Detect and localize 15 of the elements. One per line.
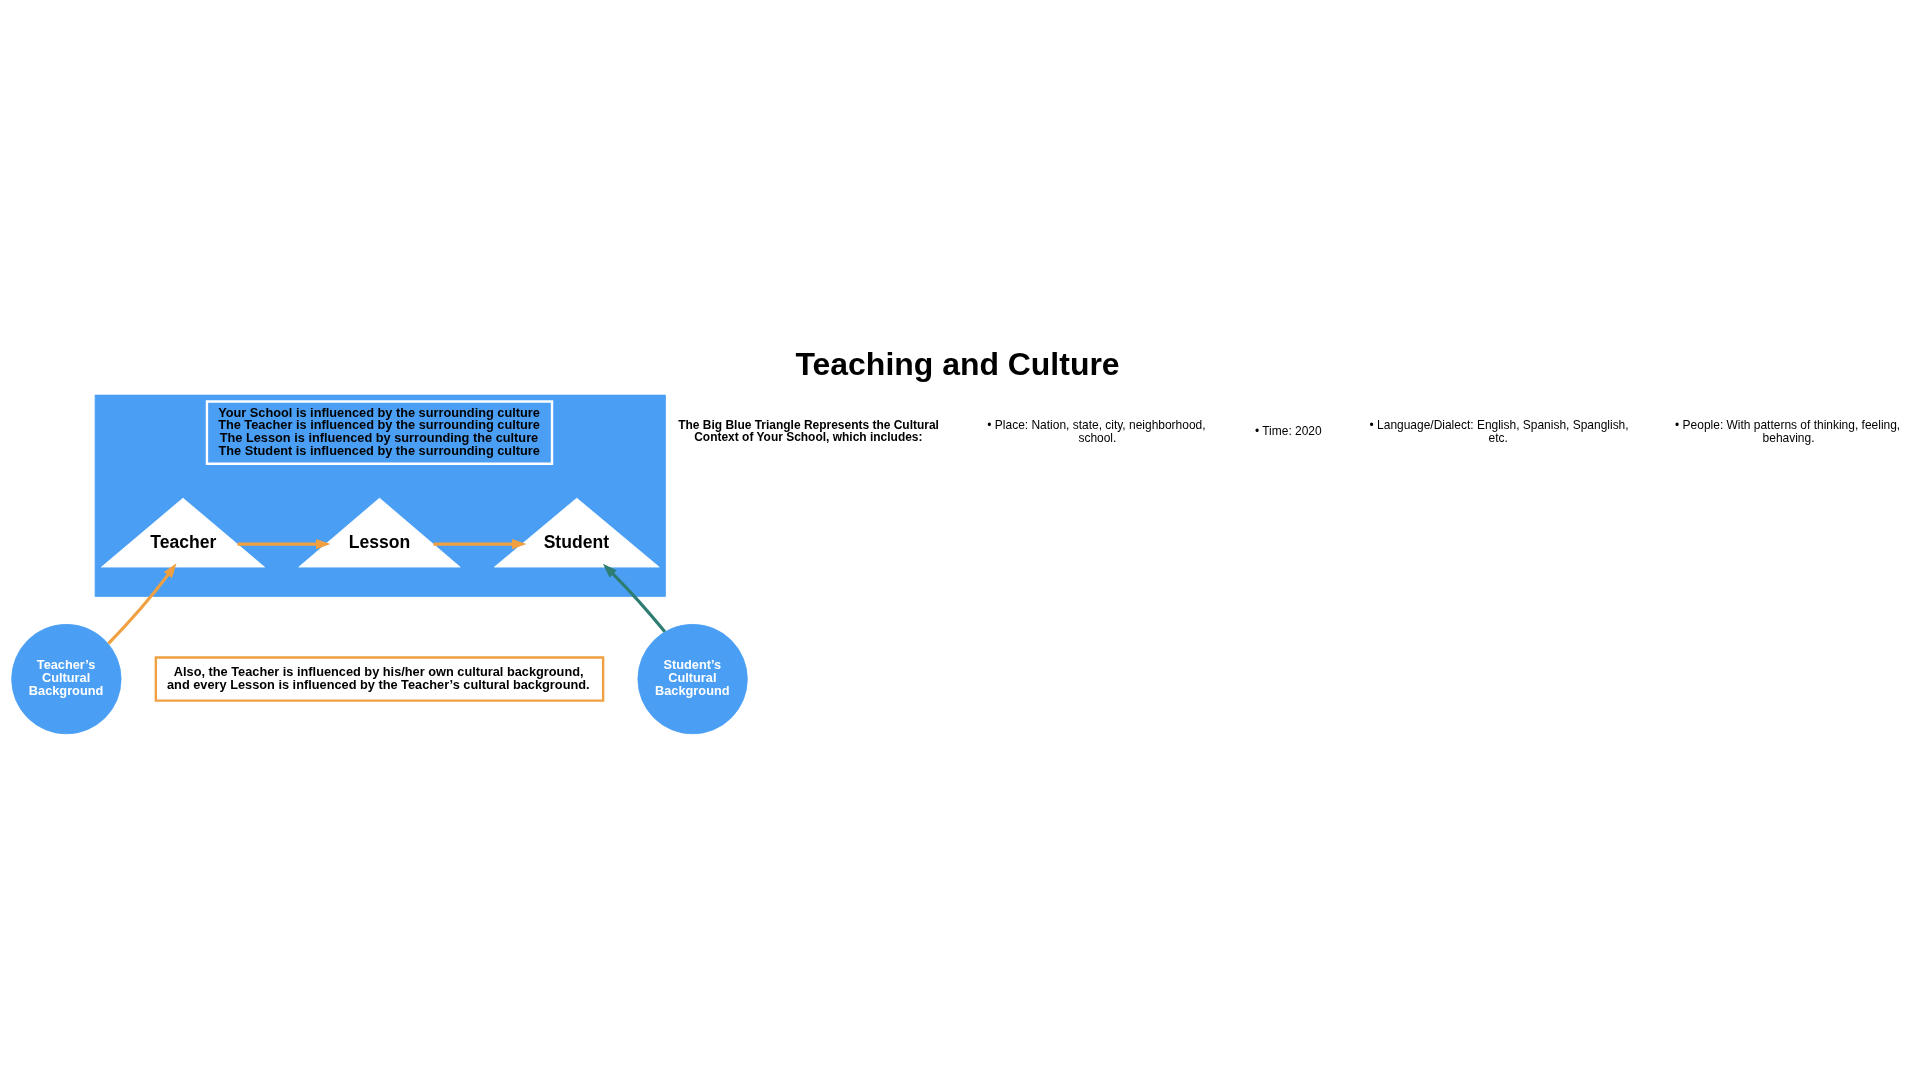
node-circle: Teacher’s Cultural Background: [11, 623, 122, 734]
label: • Time: 2020: [1254, 423, 1322, 438]
diagram-title: Teaching and Culture: [795, 345, 1120, 382]
label: • Place: Nation, state, city, neighborhood, school.: [987, 417, 1206, 445]
arrow: [237, 538, 331, 549]
arrow: [602, 563, 667, 633]
arrow: [433, 538, 527, 549]
label: • Language/Dialect: English, Spanish, Spanglish, etc.: [1369, 417, 1629, 445]
node-circle: Student’s Cultural Background: [637, 623, 748, 734]
label: The Big Blue Triangle Represents the Cultural Context of Your School, which includes:: [678, 417, 939, 444]
cluster: [94, 394, 666, 597]
node-box: Your School is influenced by the surrounding culture The Teacher is influenced by the surrounding culture The Lesson is influenced by surrounding the culture The Student is influenced by the surrounding culture: [205, 399, 554, 465]
node-box: Also, the Teacher is influenced by his/her own cultural background, and every Lesson is influenced by the Teacher’s cultural background.: [154, 655, 605, 702]
arrow: [107, 562, 177, 645]
label: • People: With patterns of thinking, feeling, behaving.: [1675, 417, 1901, 445]
